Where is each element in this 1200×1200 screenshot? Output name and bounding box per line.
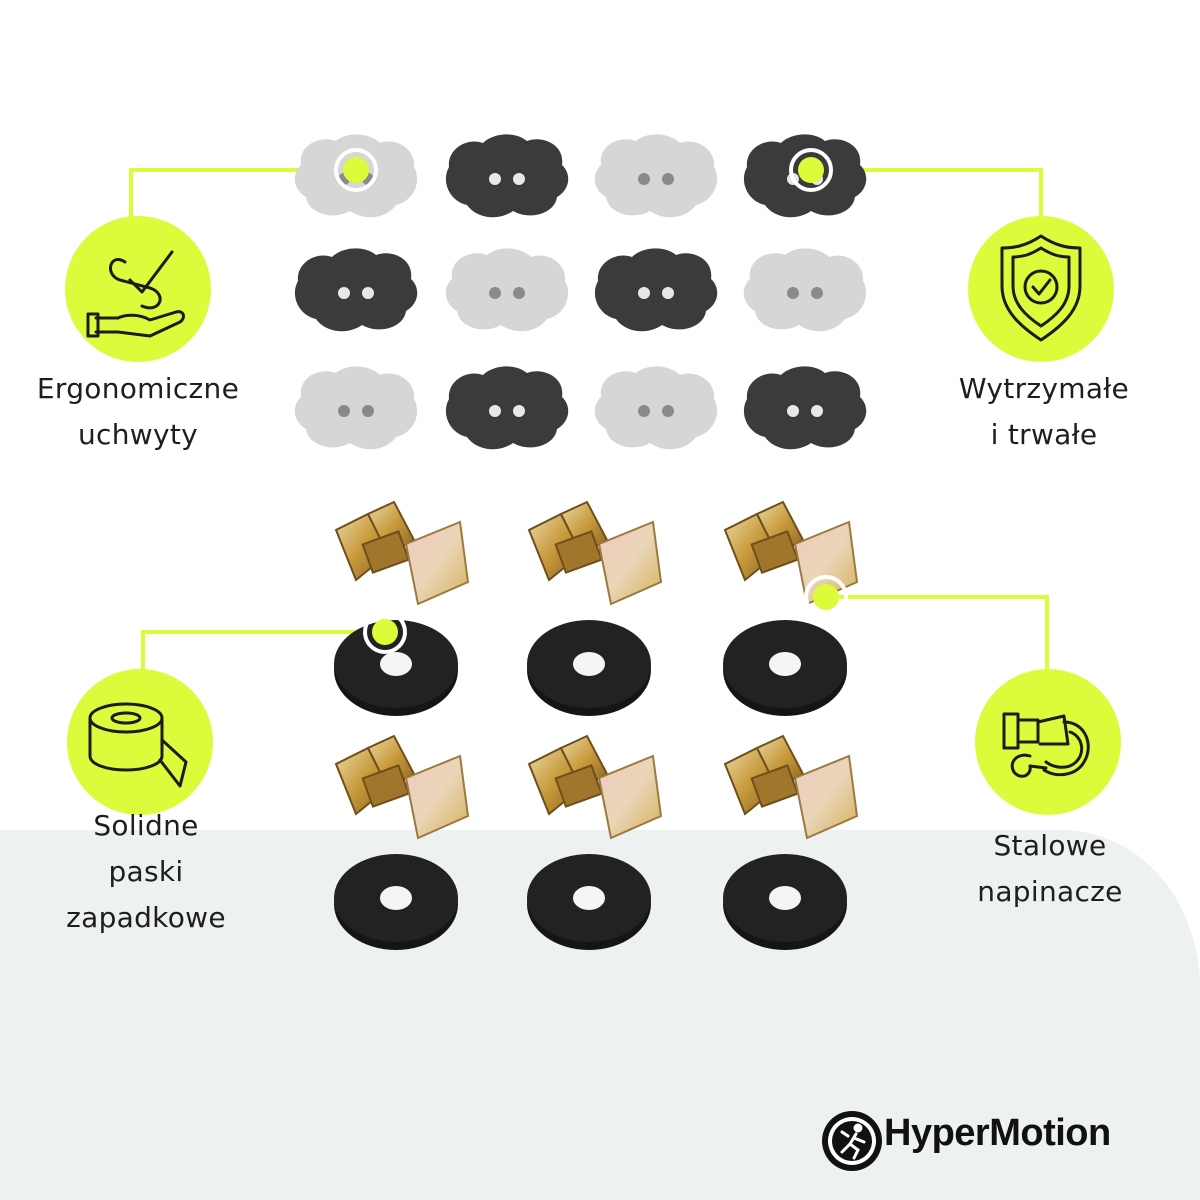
climbing-holds-grid <box>294 134 867 450</box>
hand-with-checkmark-icon <box>86 250 185 338</box>
ratchet-strap <box>722 501 858 717</box>
climbing-hold-dark <box>594 248 718 332</box>
ratchet-strap <box>333 501 469 717</box>
climbing-hold-light <box>294 366 418 450</box>
climbing-hold-light <box>445 248 569 332</box>
feature-tensioners <box>975 669 1121 815</box>
tape-roll-icon <box>88 702 188 788</box>
climbing-hold-dark <box>743 366 867 450</box>
feature-straps <box>67 669 213 815</box>
accent-markers <box>334 148 848 654</box>
background-band <box>0 830 1200 1200</box>
feature-durable <box>968 216 1114 362</box>
caption-ergonomic: Ergonomiczne uchwyty <box>36 372 240 451</box>
hypermotion-logo-icon <box>822 1111 882 1171</box>
caption-durable: Wytrzymałe i trwałe <box>958 372 1130 451</box>
feature-ergonomic <box>65 216 211 362</box>
climbing-hold-dark <box>445 366 569 450</box>
caption-straps: Solidne paski zapadkowe <box>66 809 226 934</box>
climbing-hold-light <box>594 134 718 218</box>
climbing-hold-dark <box>294 248 418 332</box>
climbing-hold-light <box>594 366 718 450</box>
ratchet-strap-icon <box>1002 712 1090 778</box>
brand-wordmark: HyperMotion <box>884 1112 1111 1154</box>
climbing-hold-light <box>743 248 867 332</box>
shield-check-icon <box>1000 234 1082 342</box>
climbing-hold-dark <box>445 134 569 218</box>
ratchet-strap <box>526 501 662 717</box>
connector-lines <box>129 168 1049 678</box>
caption-tensioners: Stalowe napinacze <box>977 829 1123 908</box>
ratchet-straps-group <box>333 501 858 951</box>
